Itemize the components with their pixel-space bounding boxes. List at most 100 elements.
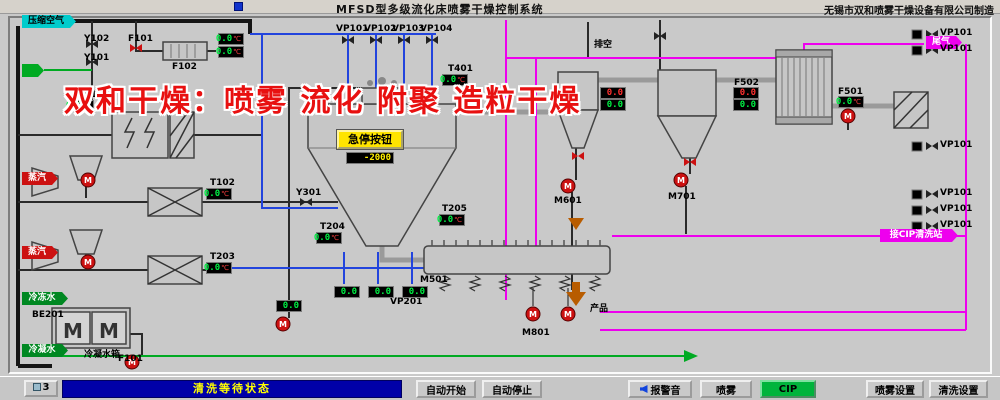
pump-icon[interactable]: M xyxy=(124,354,140,370)
equipment-tag: M501 xyxy=(420,275,448,285)
mini-display xyxy=(911,29,923,232)
watermark-text: 双和干燥：喷雾 流化 附聚 造粒干燥 xyxy=(64,84,582,119)
main-air-pipe xyxy=(16,19,252,368)
valve-icon[interactable] xyxy=(426,36,438,44)
valve-icon[interactable] xyxy=(684,158,696,166)
chilled-water-label: 冷冻水 xyxy=(22,292,68,305)
pump-icon[interactable]: M xyxy=(80,172,96,188)
atomizer-icon xyxy=(367,80,373,86)
equipment-tag: VP101 xyxy=(336,24,369,34)
equipment-tag: 冷凝水箱 xyxy=(84,350,121,360)
manufacturer-label: 无锡市双和喷雾干燥设备有限公司制造 xyxy=(824,6,994,17)
valve-icon[interactable] xyxy=(86,58,98,66)
svg-text:M: M xyxy=(564,310,572,319)
display-value: 0.0 xyxy=(408,287,425,297)
alarm-mute-button[interactable]: 报警音 xyxy=(628,380,692,398)
value-display: 0.0 xyxy=(600,87,626,99)
equipment-tag: VP101 xyxy=(940,28,973,38)
equipment-tag: T204 xyxy=(320,222,345,232)
svg-text:M: M xyxy=(677,176,685,185)
svg-text:M: M xyxy=(84,176,92,185)
condenser-cap-top xyxy=(775,49,833,58)
valve-icon[interactable] xyxy=(342,36,354,44)
pump-icon[interactable]: M xyxy=(840,108,856,124)
value-display: 0.0℃ xyxy=(437,214,465,226)
water-pipe xyxy=(44,69,684,357)
equipment-tag: T102 xyxy=(210,178,235,188)
display-value: 0.0 xyxy=(215,34,233,44)
pump-icon[interactable]: M xyxy=(275,316,291,332)
display-value: 0.0 xyxy=(439,75,457,85)
value-display: 0.0 xyxy=(733,87,759,99)
pump-icon[interactable]: M xyxy=(525,306,541,322)
valve-icon[interactable] xyxy=(370,36,382,44)
valve-icon[interactable] xyxy=(130,44,142,52)
svg-text:M: M xyxy=(279,320,287,329)
valve-icon[interactable] xyxy=(86,40,98,48)
spray-settings-button[interactable]: 喷雾设置 xyxy=(866,380,924,398)
clean-air-pipe xyxy=(216,33,436,284)
app-icon xyxy=(234,2,243,11)
display-value: 0.0 xyxy=(203,189,221,199)
display-value: 0.0 xyxy=(313,233,331,243)
svg-text:M: M xyxy=(529,310,537,319)
spray-button[interactable]: 喷雾 xyxy=(700,380,752,398)
value-display: 0.0℃ xyxy=(313,232,342,244)
valve-icon[interactable] xyxy=(926,190,938,198)
compressed-air-label: 压缩空气 xyxy=(22,15,76,28)
clean-settings-button[interactable]: 清洗设置 xyxy=(929,380,988,398)
svg-text:M: M xyxy=(84,258,92,267)
display-value: -2000 xyxy=(363,153,391,163)
equipment-tag: M601 xyxy=(554,196,582,206)
cip-button[interactable]: CIP xyxy=(760,380,816,398)
auto-stop-button[interactable]: 自动停止 xyxy=(482,380,542,398)
display-value: 0.0 xyxy=(739,88,756,98)
equipment-tag: 排空 xyxy=(594,40,613,50)
svg-text:M: M xyxy=(564,182,572,191)
valve-icon[interactable] xyxy=(572,152,584,160)
equipment-tag: VP101 xyxy=(940,188,973,198)
value-display: 0.0 xyxy=(600,99,626,111)
display-unit: ℃ xyxy=(331,234,339,242)
button-label: CIP xyxy=(778,383,798,395)
value-display: -2000 xyxy=(346,152,394,164)
display-value: 0.0 xyxy=(606,100,623,110)
equipment-tag: T201 xyxy=(72,90,97,100)
display-value: 0.0 xyxy=(835,97,853,107)
value-display: 0.0℃ xyxy=(835,96,864,108)
ambient-air-arrow xyxy=(22,64,44,77)
speaker-icon xyxy=(639,385,648,393)
heater-element-icon xyxy=(123,91,929,285)
tail-gas-label: 尾气 xyxy=(926,36,962,49)
fluidbed-nozzles xyxy=(431,240,601,246)
page-select-button[interactable]: 3 xyxy=(24,380,58,397)
display-value: 0.0 xyxy=(65,101,83,111)
equipment-tag: VP201 xyxy=(390,297,423,307)
motor-m-right: M xyxy=(99,319,119,343)
product-arrow xyxy=(566,218,586,306)
equipment-tag: T203 xyxy=(210,252,235,262)
valve-icon[interactable] xyxy=(926,142,938,150)
condenser-cap-bottom xyxy=(775,116,833,125)
value-display: 0.0 xyxy=(368,286,394,298)
display-value: 0.0 xyxy=(203,263,221,273)
pump-icon[interactable]: M xyxy=(80,254,96,270)
display-unit: ℃ xyxy=(233,48,241,56)
valve-icon[interactable] xyxy=(926,222,938,230)
pump-icon[interactable]: M xyxy=(560,306,576,322)
equipment-tag: BE201 xyxy=(32,310,64,320)
valve-icon[interactable] xyxy=(398,36,410,44)
valve-icon[interactable] xyxy=(926,206,938,214)
button-label: 自动开始 xyxy=(426,385,466,397)
pump-icon[interactable]: M xyxy=(560,178,576,194)
pump-icon[interactable]: M xyxy=(673,172,689,188)
steam-label-1: 蒸汽 xyxy=(22,172,58,185)
equipment-tag: F101 xyxy=(118,354,143,364)
equipment-tag: M801 xyxy=(522,328,550,338)
emergency-stop-button[interactable]: 急停按钮 xyxy=(336,129,404,150)
auto-start-button[interactable]: 自动开始 xyxy=(416,380,476,398)
valve-icon[interactable] xyxy=(300,198,312,206)
valve-icon[interactable] xyxy=(654,32,666,40)
display-value: 0.0 xyxy=(282,301,299,311)
svg-text:M: M xyxy=(844,112,852,121)
